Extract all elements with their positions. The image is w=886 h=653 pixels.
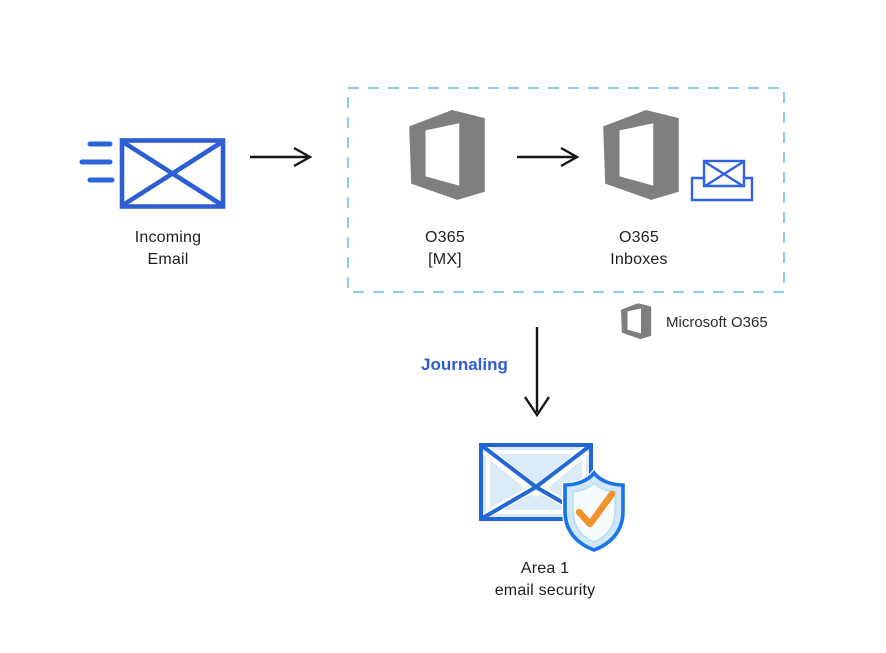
- o365-mx-label: O365 [MX]: [375, 227, 515, 271]
- o365-mx-label-line2: [MX]: [428, 251, 462, 268]
- o365-inboxes-label: O365 Inboxes: [569, 227, 709, 271]
- shield-check-icon: [562, 470, 626, 554]
- envelope-icon: [119, 138, 226, 209]
- arrow-right-icon: [517, 146, 580, 168]
- o365-inboxes-label-line2: Inboxes: [610, 251, 668, 268]
- incoming-email-label-line1: Incoming: [134, 229, 202, 246]
- speed-lines-icon: [79, 141, 115, 183]
- incoming-email-label-line2: Email: [147, 251, 189, 268]
- office365-icon: [409, 110, 487, 204]
- area1-label: Area 1 email security: [475, 558, 615, 602]
- o365-inboxes-label-line1: O365: [619, 229, 659, 246]
- office365-small-icon: [621, 303, 652, 341]
- email-security-icon: [479, 443, 626, 554]
- inbox-icon: [690, 159, 754, 202]
- shield-inner-face: [572, 481, 616, 543]
- journaling-label: Journaling: [421, 355, 508, 374]
- inbox-tray-icon: [690, 176, 754, 202]
- office365-icon: [603, 110, 681, 204]
- incoming-email-icon: [79, 138, 226, 209]
- o365-mx-label-line1: O365: [425, 229, 465, 246]
- area1-label-line2: email security: [494, 582, 596, 599]
- incoming-email-label: Incoming Email: [98, 227, 238, 271]
- check-icon: [575, 490, 616, 528]
- arrow-right-icon: [250, 146, 313, 168]
- arrow-down-icon: [524, 327, 550, 418]
- area1-label-line1: Area 1: [520, 560, 570, 577]
- legend-label: Microsoft O365: [666, 314, 768, 331]
